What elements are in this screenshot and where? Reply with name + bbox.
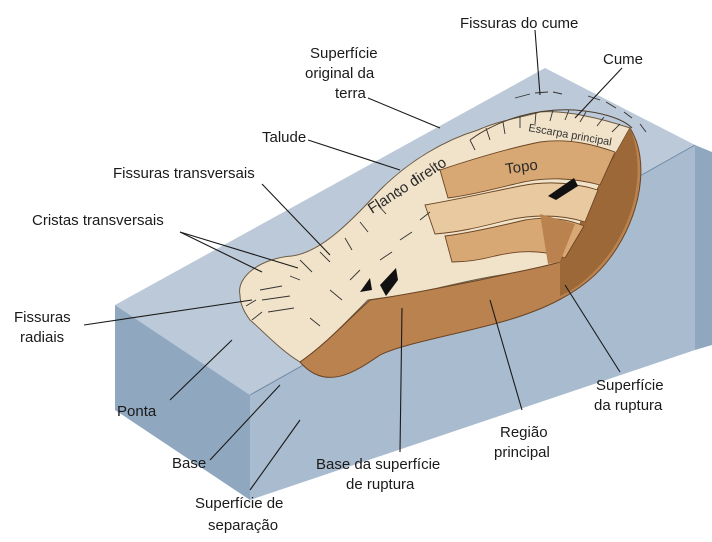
label-base-superficie-ruptura-2: de ruptura <box>346 476 415 493</box>
label-superficie-ruptura-1: Superfície <box>596 377 664 394</box>
label-base: Base <box>172 455 206 472</box>
label-talude: Talude <box>262 129 306 146</box>
label-superficie-separacao-2: separação <box>208 517 278 534</box>
label-regiao-principal-1: Região <box>500 424 548 441</box>
label-regiao-principal-2: principal <box>494 444 550 461</box>
label-superficie-separacao-1: Superfície de <box>195 495 283 512</box>
label-cristas-transversais: Cristas transversais <box>32 212 164 229</box>
block-right-side <box>695 145 712 350</box>
label-fissuras-radiais-2: radiais <box>20 329 64 346</box>
label-superficie-ruptura-2: da ruptura <box>594 397 663 414</box>
label-superficie-original-1: Superfície <box>310 45 378 62</box>
label-superficie-original-2: original da <box>305 65 375 82</box>
label-fissuras-do-cume: Fissuras do cume <box>460 15 578 32</box>
label-fissuras-transversais: Fissuras transversais <box>113 165 255 182</box>
label-superficie-original-3: terra <box>335 85 367 102</box>
label-base-superficie-ruptura-1: Base da superfície <box>316 456 440 473</box>
label-fissuras-radiais-1: Fissuras <box>14 309 71 326</box>
label-cume: Cume <box>603 51 643 68</box>
label-ponta: Ponta <box>117 403 157 420</box>
